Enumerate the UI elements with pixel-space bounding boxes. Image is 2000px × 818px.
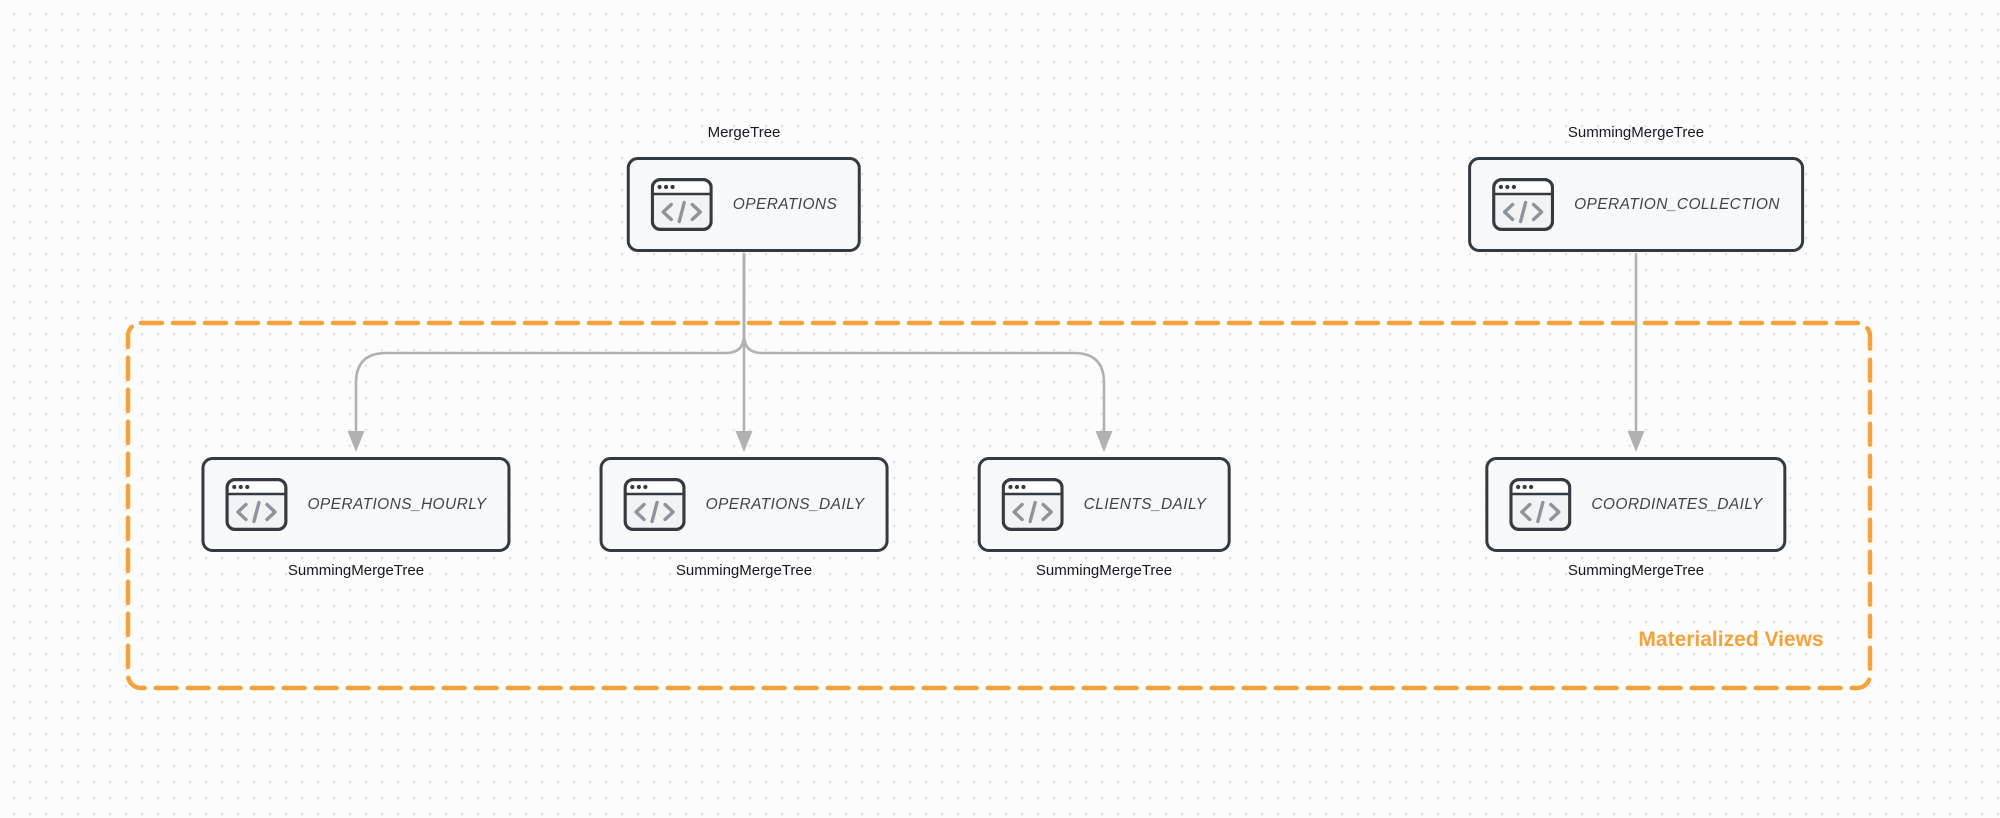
- code-window-icon: [1001, 478, 1064, 531]
- engine-label-operation-collection: SummingMergeTree: [1567, 124, 1705, 141]
- engine-label-operations-daily: SummingMergeTree: [675, 562, 813, 579]
- node-operations-daily-label: OPERATIONS_DAILY: [705, 495, 865, 513]
- node-clients-daily-label: CLIENTS_DAILY: [1083, 495, 1207, 513]
- arrowhead-operations-hourly: [347, 431, 365, 452]
- node-operations-daily[interactable]: OPERATIONS_DAILY: [599, 457, 889, 552]
- edge-operations-to-clients-daily: [742, 252, 1106, 432]
- engine-label-operations: MergeTree: [707, 124, 781, 141]
- node-clients-daily[interactable]: CLIENTS_DAILY: [977, 457, 1231, 552]
- arrowhead-coordinates-daily: [1627, 431, 1645, 452]
- materialized-views-label: Materialized Views: [1638, 628, 1824, 651]
- node-operations[interactable]: OPERATIONS: [626, 157, 862, 252]
- code-window-icon: [1492, 178, 1555, 231]
- node-operations-hourly-label: OPERATIONS_HOURLY: [307, 495, 487, 513]
- node-operation-collection[interactable]: OPERATION_COLLECTION: [1468, 157, 1804, 252]
- code-window-icon: [623, 478, 686, 531]
- node-operation-collection-label: OPERATION_COLLECTION: [1574, 195, 1780, 213]
- arrowhead-operations-daily: [735, 431, 753, 452]
- code-window-icon: [650, 178, 713, 231]
- node-coordinates-daily[interactable]: COORDINATES_DAILY: [1485, 457, 1787, 552]
- engine-label-clients-daily: SummingMergeTree: [1035, 562, 1173, 579]
- node-operations-label: OPERATIONS: [732, 195, 838, 213]
- arrowhead-clients-daily: [1095, 431, 1113, 452]
- code-window-icon: [225, 478, 288, 531]
- node-coordinates-daily-label: COORDINATES_DAILY: [1591, 495, 1763, 513]
- edge-operations-to-operations-hourly: [354, 252, 746, 432]
- code-window-icon: [1509, 478, 1572, 531]
- engine-label-operations-hourly: SummingMergeTree: [287, 562, 425, 579]
- node-operations-hourly[interactable]: OPERATIONS_HOURLY: [201, 457, 511, 552]
- engine-label-coordinates-daily: SummingMergeTree: [1567, 562, 1705, 579]
